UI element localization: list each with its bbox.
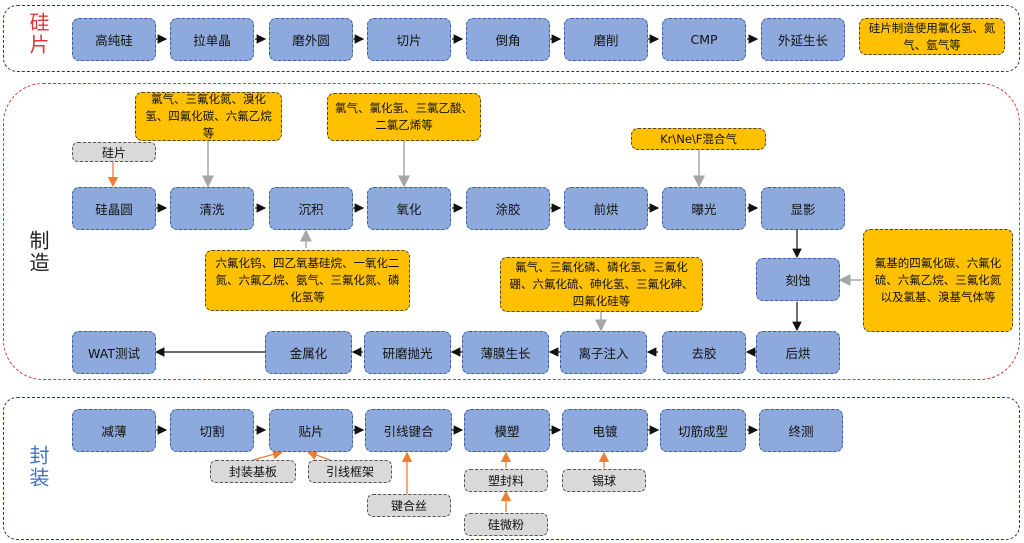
wafer-step-edge-chamfer: 倒角: [466, 18, 550, 61]
fab-input-wafer: 硅片: [72, 142, 156, 162]
gas-supply-arrows: [202, 141, 862, 332]
fab-step-thin-film-growth: 薄膜生长: [462, 331, 549, 374]
input-package-substrate: 封装基板: [210, 460, 296, 483]
fab-step-develop: 显影: [761, 187, 845, 230]
cleaning-gas-note: 氯气、三氟化氮、溴化氢、四氟化碳、六氟乙烷等: [135, 92, 282, 141]
material-input-arrows: [107, 162, 610, 512]
pkg-step-wire-bonding: 引线键合: [365, 409, 452, 452]
input-solder-ball: 锡球: [562, 469, 646, 492]
fab-step-polishing: 研磨抛光: [364, 331, 451, 374]
wafer-step-cmp: CMP: [662, 18, 746, 61]
pkg-step-molding: 模塑: [464, 409, 550, 452]
pkg-step-plating: 电镀: [562, 409, 648, 452]
wafer-gas-note: 硅片制造使用氯化氢、氮气、氩气等: [859, 18, 1005, 55]
input-molding-compound: 塑封料: [464, 469, 548, 492]
pkg-step-dicing: 切割: [170, 409, 254, 452]
input-bonding-wire: 键合丝: [367, 494, 451, 517]
wafer-step-high-purity-silicon: 高纯硅: [72, 18, 156, 61]
fab-step-oxidation: 氧化: [367, 187, 451, 230]
fab-step-wat-test: WAT测试: [72, 331, 156, 374]
deposition-gas-note: 六氟化钨、四乙氧基硅烷、一氧化二氮、六氟乙烷、氨气、三氟化氮、磷化氢等: [205, 250, 410, 311]
fab-step-etching: 刻蚀: [756, 258, 840, 301]
oxidation-gas-note: 氯气、氯化氢、三氯乙酸、二氯乙烯等: [327, 93, 481, 141]
input-silica-powder: 硅微粉: [464, 513, 548, 536]
fab-step-soft-bake: 前烘: [564, 187, 648, 230]
wafer-step-slicing: 切片: [367, 18, 451, 61]
pkg-step-thinning: 减薄: [72, 409, 156, 452]
manufacturing-section-label: 制造: [26, 230, 50, 274]
fab-flow-arrows: [154, 203, 802, 357]
fab-step-photoresist-coating: 涂胶: [466, 187, 550, 230]
pkg-step-trim-form: 切筋成型: [660, 409, 746, 452]
fab-step-ion-implantation: 离子注入: [560, 331, 647, 374]
input-lead-frame: 引线框架: [308, 460, 392, 483]
etch-gas-note: 氟基的四氟化碳、六氟化硫、六氟乙烷、三氟化氮以及氯基、溴基气体等: [863, 229, 1013, 332]
implant-gas-note: 氟气、三氟化磷、磷化氢、三氟化硼、六氟化硫、砷化氢、三氟化砷、四氟化硅等: [500, 257, 703, 312]
wafer-step-crystal-pulling: 拉单晶: [170, 18, 254, 61]
fab-step-silicon-wafer: 硅晶圆: [72, 187, 156, 230]
fab-step-metallization: 金属化: [265, 331, 352, 374]
wafer-section-label: 硅片: [26, 12, 50, 56]
fab-step-exposure: 曝光: [662, 187, 746, 230]
fab-step-hard-bake: 后烘: [756, 331, 840, 374]
packaging-section: [3, 397, 1020, 540]
fab-step-deposition: 沉积: [269, 187, 353, 230]
pkg-step-die-attach: 贴片: [269, 409, 353, 452]
pkg-step-final-test: 终测: [759, 409, 843, 452]
manufacturing-section: [3, 83, 1020, 380]
wafer-step-grinding: 磨削: [564, 18, 648, 61]
fab-step-resist-strip: 去胶: [662, 331, 746, 374]
packaging-section-label: 封装: [26, 445, 50, 489]
exposure-gas-note: Kr\Ne\F混合气: [631, 128, 766, 150]
fab-step-cleaning: 清洗: [170, 187, 254, 230]
wafer-step-od-grinding: 磨外圆: [269, 18, 353, 61]
wafer-section: [3, 5, 1020, 72]
wafer-step-epitaxy: 外延生长: [761, 18, 845, 61]
